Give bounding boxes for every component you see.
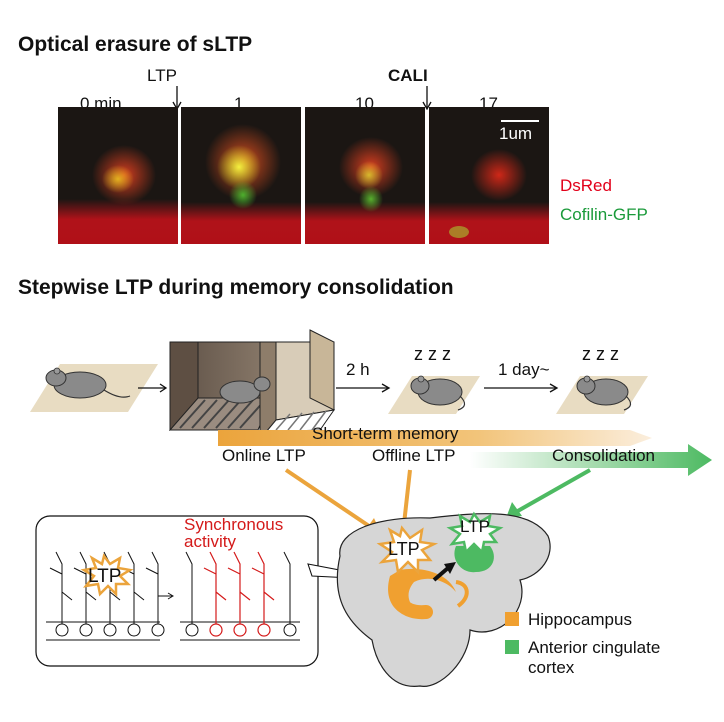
timeline-1day: 1 day~: [498, 360, 550, 379]
micrograph-17min: 1um: [429, 107, 549, 244]
sleep-zzz-2: z z z: [582, 344, 620, 364]
cali-event-label: CALI: [388, 66, 428, 85]
hippocampus-legend-swatch: [505, 612, 519, 626]
acc-legend-line1: Anterior cingulate: [528, 638, 661, 657]
micrograph-10min: [305, 107, 425, 244]
acc-legend-line2: cortex: [528, 658, 575, 677]
scale-bar-label: 1um: [499, 124, 533, 143]
inset-ltp-burst: [80, 553, 134, 598]
cofilin-gfp-legend: Cofilin-GFP: [560, 205, 648, 224]
synchronous-neurons: [203, 551, 275, 637]
conditioning-box: [168, 329, 336, 433]
hippocampus-legend-label: Hippocampus: [528, 610, 632, 629]
hippocampus-ltp-burst: [376, 525, 439, 576]
ltp-event-label: LTP: [147, 66, 177, 85]
synchronous-line1: Synchronous: [184, 515, 284, 534]
brain: [336, 511, 551, 687]
dsred-legend: DsRed: [560, 176, 612, 195]
inset-ltp-label: LTP: [88, 566, 122, 587]
short-term-memory-bar: [218, 430, 652, 446]
micrograph-0min: [58, 107, 178, 244]
sleeping-mouse-1: [388, 375, 480, 414]
sleep-zzz-1: z z z: [414, 344, 452, 364]
micrograph-1min: [181, 107, 301, 244]
time-label-1: 1: [234, 94, 244, 113]
mouse-on-mat-1: [30, 364, 158, 412]
synchronous-activity-label: Synchronous activity: [184, 516, 283, 550]
acc-legend-swatch: [505, 640, 519, 654]
acc-ltp-burst: [446, 511, 504, 555]
consolidation-label: Consolidation: [552, 446, 656, 465]
offline-ltp-label: Offline LTP: [372, 446, 456, 465]
timeline-2h: 2 h: [346, 360, 370, 379]
section1-title: Optical erasure of sLTP: [18, 33, 253, 56]
neurons-before: [46, 551, 165, 641]
acc-legend-label: Anterior cingulate cortex: [528, 638, 660, 678]
acc-ltp-label: LTP: [460, 517, 490, 536]
section2-title: Stepwise LTP during memory consolidation: [18, 276, 454, 299]
synchronous-line2: activity: [184, 532, 236, 551]
hippocampus-ltp-label: LTP: [388, 539, 420, 559]
sleeping-mouse-2: [556, 375, 648, 414]
online-ltp-label: Online LTP: [222, 446, 306, 465]
consolidation-arrow: [470, 444, 712, 476]
short-term-memory-label: Short-term memory: [312, 424, 459, 443]
